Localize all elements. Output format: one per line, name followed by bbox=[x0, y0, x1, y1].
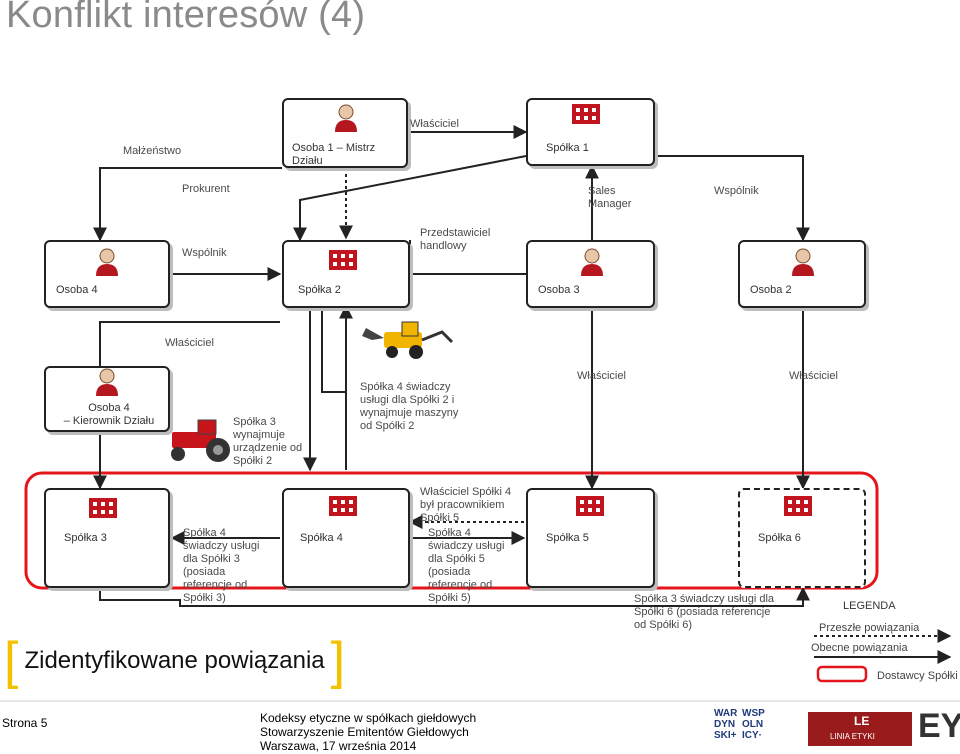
node-spolka1[interactable] bbox=[526, 98, 655, 166]
wspolnicy-logo: WSP OLN ICY· bbox=[742, 708, 765, 741]
footer-line3: Warszawa, 17 września 2014 bbox=[260, 739, 417, 753]
line-wspolnik-right bbox=[655, 155, 810, 242]
rel-przedstawiciel: Przedstawiciel handlowy bbox=[420, 227, 491, 252]
ey-logo: EY bbox=[918, 707, 960, 745]
node-osoba4[interactable] bbox=[44, 240, 170, 308]
footer-line1: Kodeksy etyczne w spółkach giełdowych bbox=[260, 711, 477, 725]
rel-wlasciciel-r1: Właściciel bbox=[577, 370, 626, 382]
linia-etyki-text: LINIA ETYKI bbox=[830, 732, 875, 741]
node-label-osoba1: Osoba 1 – Mistrz Działu bbox=[292, 142, 376, 167]
rel-sales-manager: Sales Manager bbox=[588, 185, 632, 210]
node-osoba3[interactable] bbox=[526, 240, 655, 308]
rel-wspolnik-left: Wspólnik bbox=[182, 247, 227, 259]
bracket-left-icon: [ bbox=[4, 632, 19, 690]
linia-etyki-mark-icon: LE bbox=[854, 714, 870, 728]
line-malzenstwo bbox=[93, 167, 282, 242]
node-spolka5[interactable] bbox=[526, 488, 655, 588]
rel-wspolnik-right: Wspólnik bbox=[714, 185, 759, 197]
legend-past: Przeszłe powiązania bbox=[819, 622, 920, 634]
legend-title: LEGENDA bbox=[843, 600, 896, 612]
legend-suppliers: Dostawcy Spółki bbox=[877, 670, 958, 682]
rel-spolka4-swiadczy: Spółka 4 świadczy usługi dla Spółki 2 i … bbox=[360, 381, 459, 432]
rel-wlasciciel-mid: Właściciel bbox=[165, 337, 214, 349]
page-title: Konflikt interesów (4) bbox=[6, 0, 366, 36]
rel-spolka3-wynajmuje: Spółka 3 wynajmuje urządzenie od Spółki … bbox=[233, 416, 303, 467]
node-label-osoba4-kierownik: Osoba 4 – Kierownik Działu bbox=[63, 402, 155, 427]
rel-malzenstwo: Małżeństwo bbox=[123, 145, 182, 157]
node-label-osoba4: Osoba 4 bbox=[56, 284, 98, 296]
node-spolka2[interactable] bbox=[282, 240, 410, 308]
footer-line2: Stowarzyszenie Emitentów Giełdowych bbox=[260, 725, 469, 739]
node-label-osoba2: Osoba 2 bbox=[750, 284, 792, 296]
line-spolka3-spolka6 bbox=[99, 586, 810, 607]
wardynski-logo: WAR DYN SKI+ bbox=[714, 708, 738, 741]
node-osoba2[interactable] bbox=[738, 240, 866, 308]
rel-wlasciciel-r2: Właściciel bbox=[789, 370, 838, 382]
node-label-spolka5: Spółka 5 bbox=[546, 532, 589, 544]
identified-banner: [ Zidentyfikowane powiązania ] bbox=[4, 632, 346, 690]
node-label-spolka6: Spółka 6 bbox=[758, 532, 801, 544]
node-label-spolka1: Spółka 1 bbox=[546, 142, 589, 154]
rel-prokurent: Prokurent bbox=[182, 183, 230, 195]
footer-divider bbox=[0, 700, 960, 702]
node-spolka3[interactable] bbox=[44, 488, 170, 588]
node-label-spolka3: Spółka 3 bbox=[64, 532, 107, 544]
identified-highlight bbox=[24, 471, 879, 590]
legend-current: Obecne powiązania bbox=[811, 642, 908, 654]
node-label-osoba3: Osoba 3 bbox=[538, 284, 580, 296]
rel-spolka4-dla5: Spółka 4 świadczy usługi dla Spółki 5 (p… bbox=[428, 527, 505, 604]
rel-wlasciciel-top: Właściciel bbox=[410, 118, 459, 130]
page-number: Strona 5 bbox=[2, 716, 48, 730]
identified-title: Zidentyfikowane powiązania bbox=[24, 647, 325, 674]
line-spolka2-spolka4 bbox=[321, 306, 346, 393]
line-przedstawiciel bbox=[409, 240, 526, 275]
node-label-spolka4: Spółka 4 bbox=[300, 532, 343, 544]
line-prokurent bbox=[293, 155, 527, 242]
legend: LEGENDA Przeszłe powiązania Obecne powią… bbox=[809, 600, 959, 690]
rel-spolka4-dla3: Spółka 4 świadczy usługi dla Spółki 3 (p… bbox=[183, 527, 260, 604]
bracket-right-icon: ] bbox=[330, 632, 346, 690]
rel-spolka3-dla6: Spółka 3 świadczy usługi dla Spółki 6 (p… bbox=[634, 593, 775, 631]
legend-supplier-swatch bbox=[816, 665, 868, 683]
linia-etyki-logo: LE LINIA ETYKI bbox=[808, 712, 912, 746]
node-label-spolka2: Spółka 2 bbox=[298, 284, 341, 296]
line-wlasciciel-mid bbox=[99, 321, 280, 366]
rel-wlasciciel-spolki4: Właściciel Spółki 4 był pracownikiem Spó… bbox=[420, 486, 512, 524]
